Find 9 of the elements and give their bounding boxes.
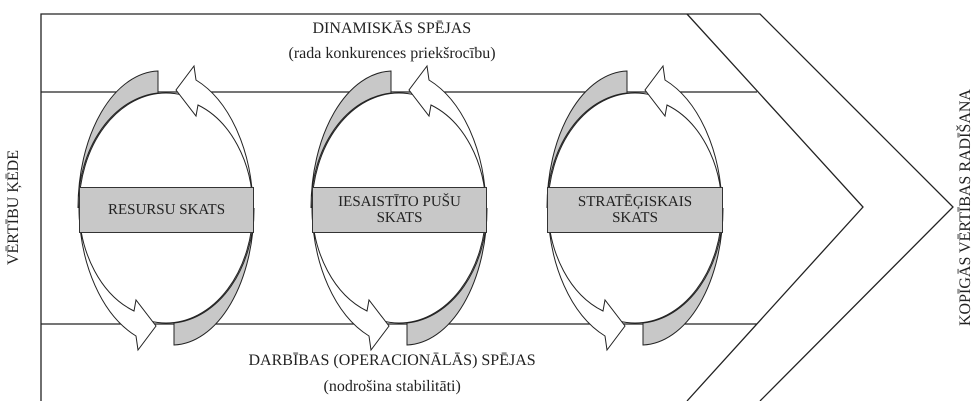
band-heading: DARBĪBAS (OPERACIONĀLĀS) SPĒJAS [248, 352, 536, 370]
view-band: STRATĒĢISKAIS SKATS [547, 187, 723, 233]
side-label: KOPĪGĀS VĒRTĪBAS RADĪŠANA [957, 88, 975, 326]
side-label: VĒRTĪBU ĶĒDE [5, 150, 23, 265]
band-note: (nodrošina stabilitāti) [324, 378, 461, 396]
view-band: IESAISTĪTO PUŠU SKATS [312, 187, 487, 233]
band-note: (rada konkurences priekšrocību) [288, 45, 496, 63]
band-heading: DINAMISKĀS SPĒJAS [312, 20, 472, 38]
view-band: RESURSU SKATS [79, 187, 254, 233]
